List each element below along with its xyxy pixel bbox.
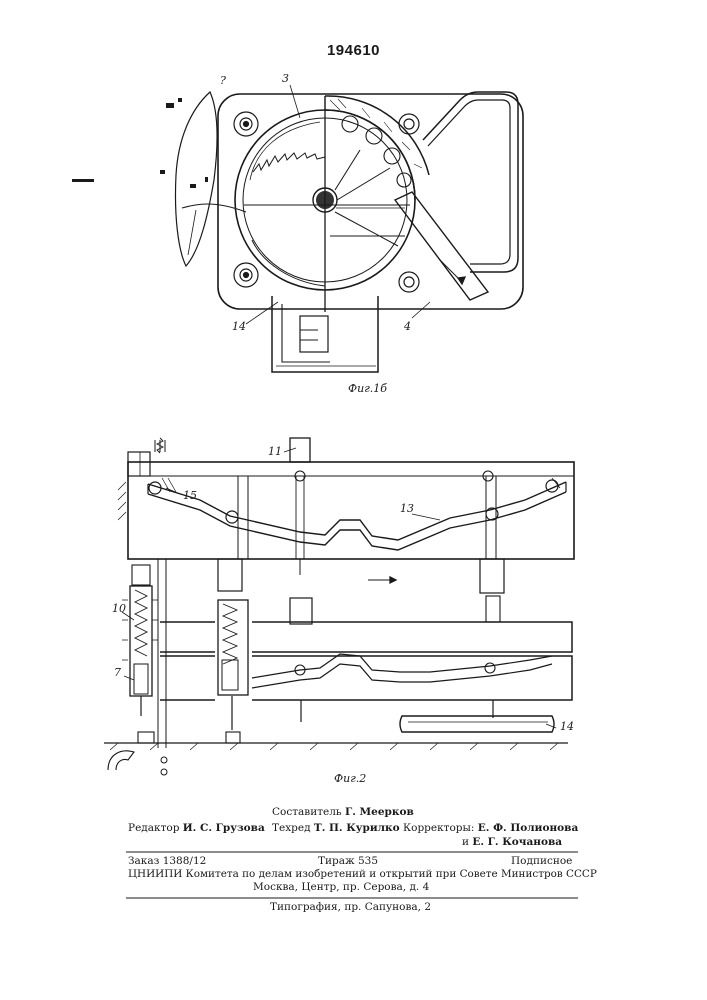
- figure-1b-drawing: ? 3 14 4 Фиг.1б: [150, 70, 550, 410]
- fig1b-label-14: 14: [232, 320, 246, 333]
- fig1b-label-q: ?: [220, 74, 226, 87]
- imprint-address: Москва, Центр, пр. Серова, д. 4: [253, 881, 429, 894]
- fig2-caption: Фиг.2: [334, 772, 366, 785]
- fig2-label-7: 7: [114, 666, 121, 679]
- correctors-role: Корректоры:: [403, 822, 474, 834]
- imprint-rule-bottom: [126, 897, 578, 900]
- fig2-label-11: 11: [268, 445, 282, 458]
- techred-name: Т. П. Курилко: [314, 822, 400, 834]
- fig2-label-14: 14: [560, 720, 574, 733]
- fig1b-label-4: 4: [403, 320, 411, 333]
- imprint-editor: Редактор И. С. Грузова: [128, 822, 265, 835]
- fig2-label-13: 13: [400, 502, 414, 515]
- fig1b-label-3: 3: [282, 72, 289, 85]
- imprint-print-run: Тираж 535: [318, 855, 378, 868]
- compiler-name: Г. Меерков: [345, 806, 414, 818]
- imprint-rule-top: [126, 851, 578, 854]
- fig1b-caption: Фиг.1б: [348, 382, 387, 395]
- compiler-role: Составитель: [272, 806, 342, 818]
- editor-name: И. С. Грузова: [183, 822, 265, 834]
- figure-2-drawing: 11 15 13 10 7 14 Фиг.2: [100, 425, 580, 790]
- fig2-label-15: 15: [183, 489, 197, 502]
- editor-role: Редактор: [128, 822, 179, 834]
- fig2-label-10: 10: [112, 602, 126, 615]
- imprint-order: Заказ 1388/12: [128, 855, 206, 868]
- corrector2-prefix: и: [462, 836, 469, 848]
- patent-number: 194610: [0, 42, 707, 59]
- imprint-correctors: Корректоры: Е. Ф. Полионова: [403, 822, 578, 835]
- imprint-corrector2: и Е. Г. Кочанова: [462, 836, 562, 849]
- imprint-subscription: Подписное: [511, 855, 572, 868]
- imprint-institute: ЦНИИПИ Комитета по делам изобретений и о…: [128, 868, 597, 881]
- techred-role: Техред: [272, 822, 311, 834]
- imprint-printer: Типография, пр. Сапунова, 2: [270, 901, 431, 914]
- imprint-techred: Техред Т. П. Курилко: [272, 822, 400, 835]
- corrector2-name: Е. Г. Кочанова: [472, 836, 562, 848]
- corrector1-name: Е. Ф. Полионова: [478, 822, 579, 834]
- scan-mark: [70, 176, 100, 186]
- imprint-compiler: Составитель Г. Меерков: [272, 806, 414, 819]
